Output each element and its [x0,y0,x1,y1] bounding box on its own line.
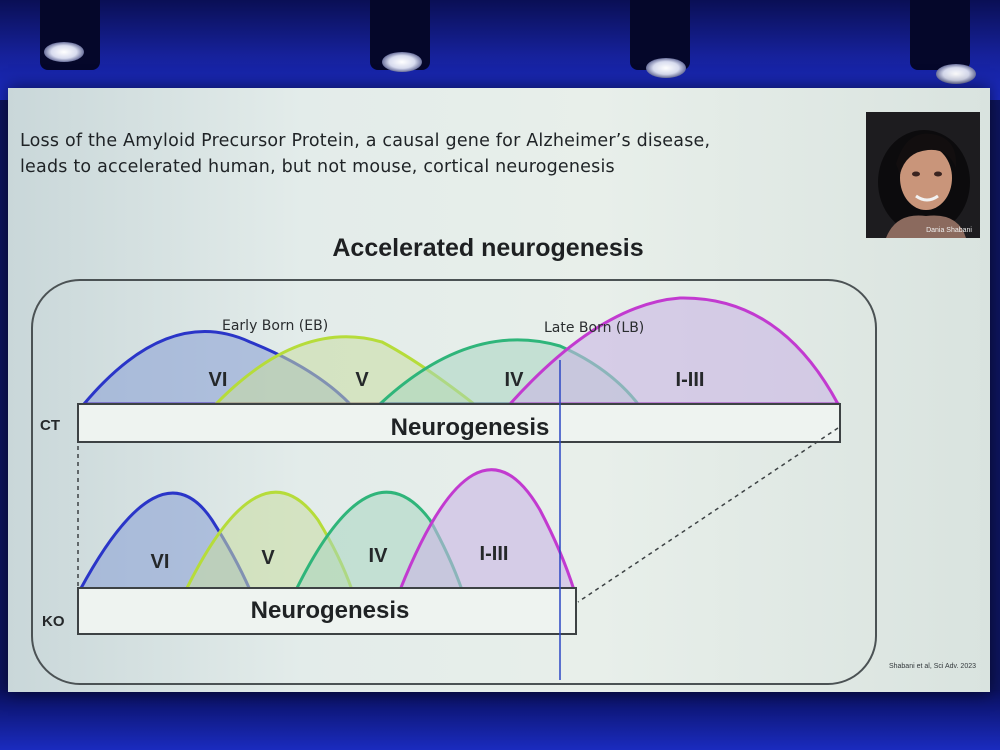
ko-neurogenesis-bar [77,587,577,635]
ko-layer-i-iii-curve [397,468,577,592]
ct-layer-i-iii-label: I-III [676,369,705,391]
late-born-label: Late Born (LB) [544,320,644,336]
stage-floor [0,690,1000,750]
stage-light-icon [382,52,422,72]
ko-row-label: KO [42,613,65,630]
speaker-webcam: Dania Shabani [866,112,980,238]
slide-heading-line: leads to accelerated human, but not mous… [20,157,615,177]
stage-light-icon [646,58,686,78]
stage-light-icon [44,42,84,62]
ct-layer-v-label: V [355,369,369,391]
ko-layer-vi-label: VI [151,551,170,573]
compression-guide-line [577,427,839,603]
ko-neurogenesis-label: Neurogenesis [251,597,410,624]
slide-heading: Loss of the Amyloid Precursor Protein, a… [20,128,860,180]
diagram-frame [31,279,877,685]
ct-neurogenesis-label: Neurogenesis [391,414,550,441]
ct-neurogenesis-bar [77,403,841,443]
ko-layer-iv-label: IV [369,545,389,567]
ct-layer-i-iii-curve [506,296,841,406]
ko-layer-v-label: V [261,547,275,569]
ko-layer-curves [77,468,577,592]
stage-light-icon [936,64,976,84]
ceiling-truss [910,0,970,70]
ct-layer-vi-label: VI [209,369,228,391]
early-born-label: Early Born (EB) [222,318,328,334]
speaker-name: Dania Shabani [926,227,972,234]
speaker-video-icon [866,112,980,238]
ceiling-background [0,0,1000,100]
ct-layer-curves [80,296,841,406]
diagram-title: Accelerated neurogenesis [332,234,644,262]
ko-layer-i-iii-label: I-III [480,543,509,565]
citation: Shabani et al, Sci Adv. 2023 [888,663,976,670]
slide-heading-line: Loss of the Amyloid Precursor Protein, a… [20,131,711,151]
ct-layer-iv-label: IV [505,369,525,391]
ct-row-label: CT [40,417,60,434]
